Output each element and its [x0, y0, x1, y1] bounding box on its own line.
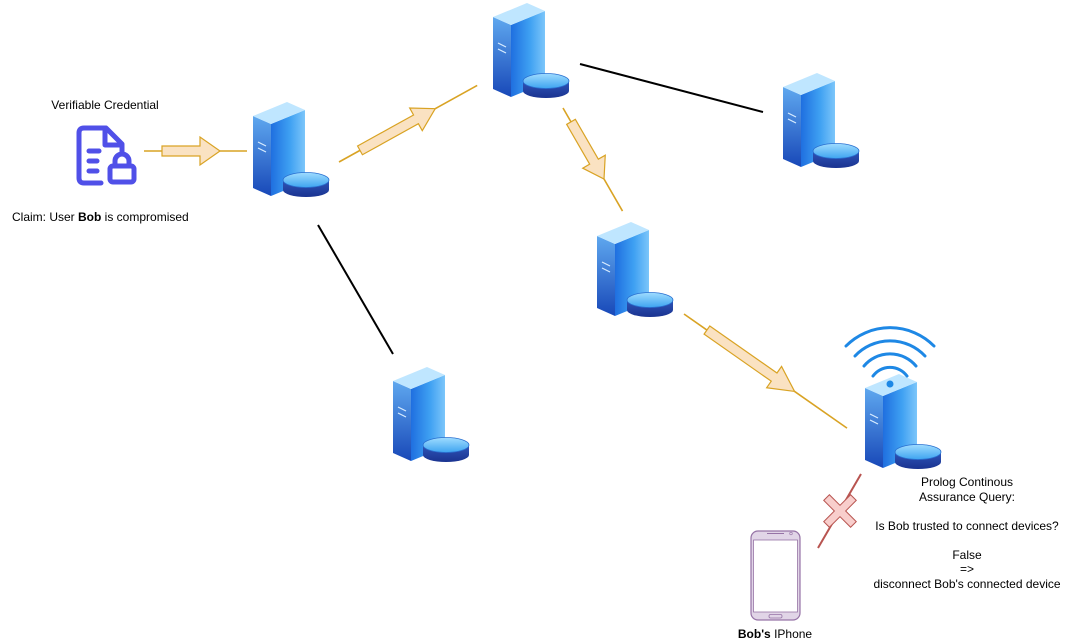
server-icon [597, 222, 674, 317]
server-icon [783, 73, 860, 168]
server-icon [393, 367, 470, 462]
device-label: Bob's IPhone [715, 627, 835, 642]
query-question: Is Bob trusted to connect devices? [875, 518, 1059, 533]
credential-claim: Claim: User Bob is compromised [12, 210, 189, 225]
claim-user-name: Bob [78, 210, 102, 224]
query-action: disconnect Bob's connected device [873, 576, 1061, 591]
query-result: False [952, 547, 982, 562]
wifi-icon [844, 326, 936, 378]
document-lock-icon [76, 125, 137, 186]
flow-arrow-hub-to-middle [562, 107, 624, 212]
claim-prefix: Claim: User [12, 210, 79, 224]
smartphone-icon [750, 530, 801, 621]
wifi-dot [886, 380, 894, 388]
device-owner: Bob's [737, 627, 771, 641]
flow-arrow-server-to-hub [338, 84, 478, 163]
server-icon [865, 374, 942, 469]
link-hub-to-right-server [579, 63, 764, 113]
link-left-to-bottom-server [317, 224, 394, 355]
credential-title: Verifiable Credential [51, 98, 159, 112]
claim-suffix: is compromised [101, 210, 189, 224]
assurance-query: Prolog Continous Assurance Query: Is Bob… [862, 475, 1072, 591]
blocked-x-icon [823, 494, 857, 528]
query-title-line2: Assurance Query: [918, 489, 1016, 504]
device-name: IPhone [770, 627, 813, 641]
flow-arrow-middle-to-wifi-server [683, 313, 848, 429]
query-title-line1: Prolog Continous [920, 475, 1014, 489]
flow-arrow-credential-to-server [144, 135, 247, 167]
server-icon [253, 102, 330, 197]
query-implies: => [959, 562, 974, 576]
server-icon [493, 3, 570, 98]
